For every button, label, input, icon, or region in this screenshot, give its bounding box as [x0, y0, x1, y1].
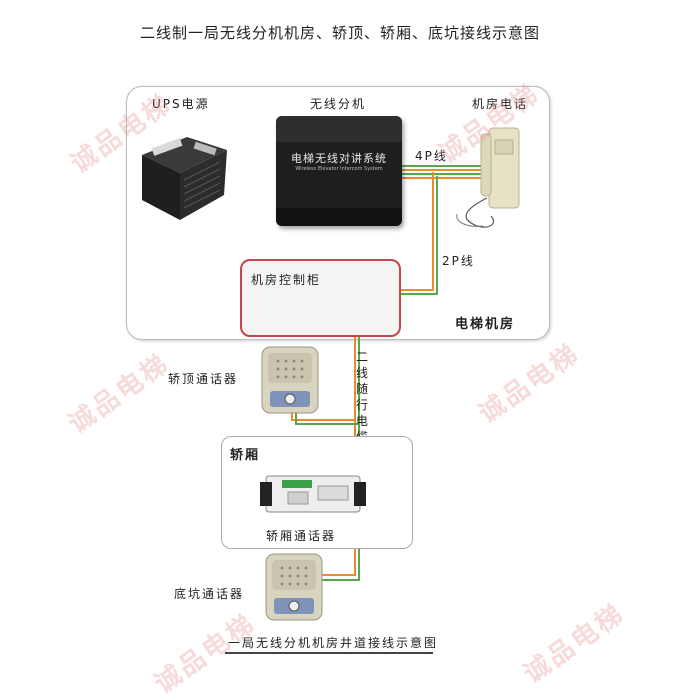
wire-4p [400, 165, 495, 179]
car-intercom-label: 轿厢通话器 [266, 529, 337, 543]
wire-4p-label: 4P线 [415, 149, 448, 163]
ups-label: UPS电源 [152, 97, 210, 111]
machine-room-label: 电梯机房 [455, 317, 516, 332]
pit-intercom-icon [265, 553, 323, 621]
pit-intercom-label: 底坑通话器 [174, 587, 245, 601]
diagram-title: 二线制一局无线分机机房、轿顶、轿厢、底坑接线示意图 [139, 24, 540, 42]
car-top-intercom-icon [261, 346, 319, 414]
car-top-intercom-label: 轿顶通话器 [168, 372, 239, 386]
extension-panel-text: 电梯无线对讲系统 [291, 152, 387, 165]
ups-device-icon [142, 137, 227, 220]
car-label: 轿厢 [230, 448, 261, 463]
wire-2p-label: 2P线 [442, 254, 475, 268]
extension-panel-subtext: Wireless Elevator Intercom System [295, 166, 383, 172]
car-intercom-device-icon [260, 475, 366, 513]
room-phone-icon [456, 127, 520, 228]
control-cabinet-box [240, 259, 401, 337]
wireless-extension-device: 电梯无线对讲系统 Wireless Elevator Intercom Syst… [276, 116, 402, 226]
wire-car-top [291, 412, 359, 425]
travel-cable-label: 二线随行电缆 [355, 350, 368, 444]
caption-underline [225, 652, 433, 654]
diagram-caption: 一局无线分机机房井道接线示意图 [228, 636, 439, 650]
extension-label: 无线分机 [310, 97, 367, 111]
control-cabinet-label: 机房控制柜 [251, 273, 322, 287]
room-phone-label: 机房电话 [472, 97, 529, 111]
